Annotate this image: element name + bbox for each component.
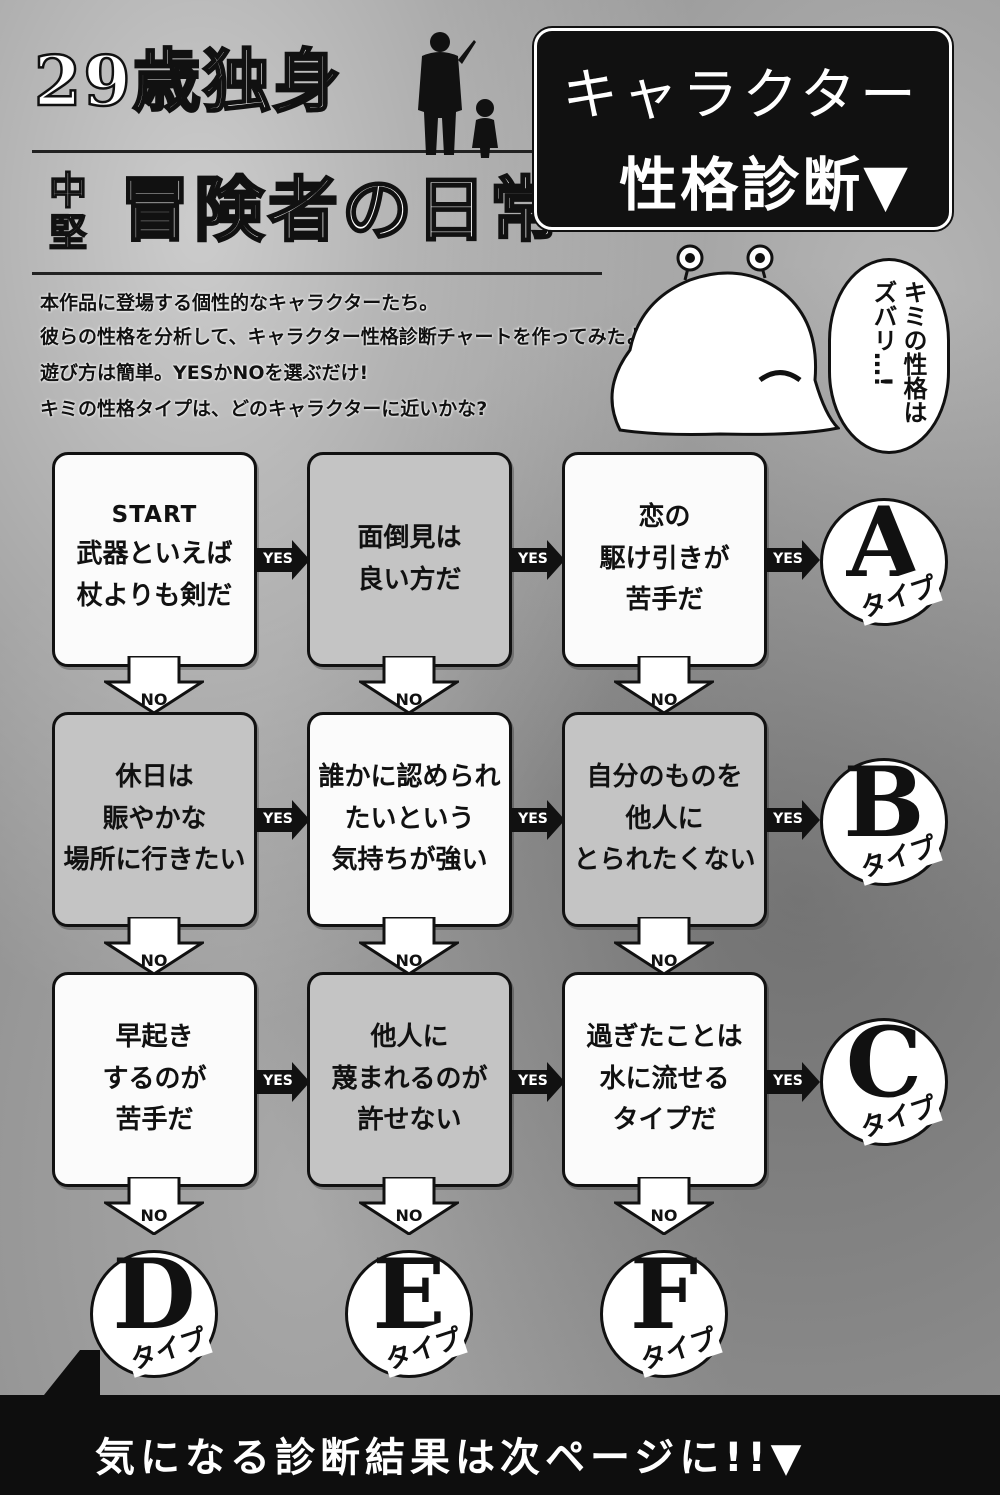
question-text: 賑やかな	[102, 803, 207, 834]
question-text: たいという	[344, 803, 475, 834]
yes-label: YES	[518, 811, 548, 827]
question-box-3[interactable]: 恋の 駆け引きが 苦手だ	[562, 452, 767, 667]
yes-label: YES	[518, 551, 548, 567]
yes-arrow-icon	[256, 540, 310, 580]
no-arrow-icon	[614, 1177, 714, 1235]
yes-arrow-icon	[511, 540, 565, 580]
question-box-2[interactable]: 面倒見は 良い方だ	[307, 452, 512, 667]
result-type-a[interactable]: A タイプ	[820, 495, 948, 626]
question-text: 駆け引きが	[599, 543, 730, 574]
no-arrow-icon	[359, 656, 459, 714]
no-arrow-icon	[614, 656, 714, 714]
question-text: 他人に	[625, 803, 704, 834]
question-text: 場所に行きたい	[63, 845, 246, 876]
question-text: とられたくない	[573, 845, 756, 876]
intro-line: 遊び方は簡単。YESかNOを選ぶだけ!	[40, 362, 369, 384]
corner-wedge-icon	[40, 1350, 100, 1400]
question-text: 苦手だ	[115, 1105, 194, 1136]
question-box-8[interactable]: 他人に 蔑まれるのが 許せない	[307, 972, 512, 1187]
question-box-7[interactable]: 早起き するのが 苦手だ	[52, 972, 257, 1187]
question-box-6[interactable]: 自分のものを 他人に とられたくない	[562, 712, 767, 927]
question-text: 武器といえば	[76, 538, 233, 569]
intro-line: 本作品に登場する個性的なキャラクターたち。	[40, 292, 439, 314]
question-box-9[interactable]: 過ぎたことは 水に流せる タイプだ	[562, 972, 767, 1187]
no-label: NO	[395, 690, 423, 709]
yes-label: YES	[773, 551, 803, 567]
yes-label: YES	[773, 1073, 803, 1089]
yes-label: YES	[263, 1073, 293, 1089]
no-label: NO	[140, 1206, 168, 1225]
result-type-d[interactable]: D タイプ	[90, 1247, 218, 1378]
yes-label: YES	[773, 811, 803, 827]
title-divider	[32, 272, 602, 275]
no-label: NO	[395, 951, 423, 970]
question-text: 過ぎたことは	[586, 1022, 743, 1053]
start-label: START	[111, 501, 198, 528]
no-arrow-icon	[359, 1177, 459, 1235]
title-line1: 29歳独身	[33, 42, 343, 122]
title-line2-small: 中堅	[48, 168, 88, 255]
question-text: 早起き	[115, 1022, 194, 1053]
yes-arrow-icon	[766, 1062, 820, 1102]
diagnosis-title: キャラクター	[562, 63, 920, 128]
question-text: 恋の	[638, 502, 691, 533]
no-label: NO	[650, 1206, 678, 1225]
no-arrow-icon	[104, 1177, 204, 1235]
yes-label: YES	[263, 811, 293, 827]
slime-mascot-icon	[610, 244, 840, 436]
question-text: 水に流せる	[599, 1063, 730, 1094]
intro-line: キミの性格タイプは、どのキャラクターに近いかな?	[40, 398, 488, 420]
no-arrow-icon	[614, 917, 714, 975]
yes-label: YES	[263, 551, 293, 567]
question-box-5[interactable]: 誰かに認められ たいという 気持ちが強い	[307, 712, 512, 927]
yes-arrow-icon	[511, 1062, 565, 1102]
diagnosis-subtitle: 性格診断▼	[619, 151, 911, 219]
question-box-1[interactable]: START 武器といえば 杖よりも剣だ	[52, 452, 257, 667]
question-box-4[interactable]: 休日は 賑やかな 場所に行きたい	[52, 712, 257, 927]
intro-line: 彼らの性格を分析して、キャラクター性格診断チャートを作ってみたよ!	[40, 326, 654, 348]
result-type-c[interactable]: C タイプ	[820, 1015, 948, 1146]
speech-bubble-text: キミの性格はズバリ…!	[869, 280, 927, 424]
result-type-b[interactable]: B タイプ	[820, 755, 948, 886]
no-label: NO	[140, 951, 168, 970]
yes-arrow-icon	[511, 800, 565, 840]
title-line2: 冒険者の日常	[119, 168, 564, 251]
question-text: 良い方だ	[357, 564, 462, 595]
yes-arrow-icon	[766, 800, 820, 840]
no-label: NO	[650, 951, 678, 970]
character-silhouette	[418, 32, 498, 158]
question-text: 蔑まれるのが	[331, 1063, 488, 1094]
footer-band	[0, 1395, 1000, 1495]
footer-next-page-text[interactable]: 気になる診断結果は次ページに!!▼	[95, 1435, 807, 1481]
question-text: 休日は	[115, 762, 194, 793]
yes-arrow-icon	[256, 1062, 310, 1102]
no-label: NO	[650, 690, 678, 709]
no-arrow-icon	[359, 917, 459, 975]
result-type-f[interactable]: F タイプ	[600, 1247, 728, 1378]
result-type-e[interactable]: E タイプ	[345, 1247, 473, 1378]
yes-arrow-icon	[256, 800, 310, 840]
no-arrow-icon	[104, 917, 204, 975]
question-text: 他人に	[370, 1022, 449, 1053]
question-text: 誰かに認められ	[318, 762, 501, 793]
question-text: 苦手だ	[625, 585, 704, 616]
question-text: タイプだ	[612, 1105, 717, 1136]
question-text: 気持ちが強い	[331, 845, 488, 876]
question-text: 自分のものを	[586, 762, 743, 793]
question-text: するのが	[102, 1063, 207, 1094]
speech-bubble	[828, 258, 950, 454]
diagnosis-banner	[534, 28, 952, 230]
yes-label: YES	[518, 1073, 548, 1089]
no-label: NO	[395, 1206, 423, 1225]
question-text: 許せない	[357, 1105, 462, 1136]
title-divider	[32, 150, 602, 153]
question-text: 面倒見は	[357, 522, 462, 553]
yes-arrow-icon	[766, 540, 820, 580]
question-text: 杖よりも剣だ	[76, 580, 233, 611]
no-arrow-icon	[104, 656, 204, 714]
no-label: NO	[140, 690, 168, 709]
